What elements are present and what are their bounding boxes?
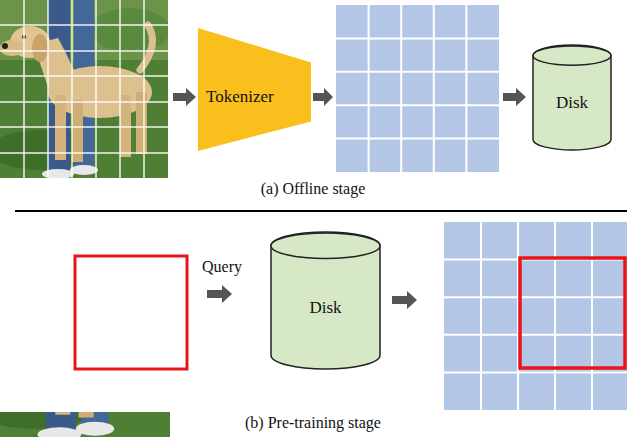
node-text: Tokenizer: [206, 87, 274, 107]
arrow-label: Query: [202, 258, 242, 276]
tokenizer-block: Tokenizer: [198, 28, 311, 151]
node-text: Disk: [556, 93, 588, 113]
stage-caption: (b) Pre-training stage: [245, 414, 381, 432]
disk-cylinder: Disk: [270, 232, 381, 370]
disk-cylinder: Disk: [532, 45, 612, 151]
stage-caption: (a) Offline stage: [261, 180, 366, 198]
node-text: Disk: [309, 298, 341, 318]
